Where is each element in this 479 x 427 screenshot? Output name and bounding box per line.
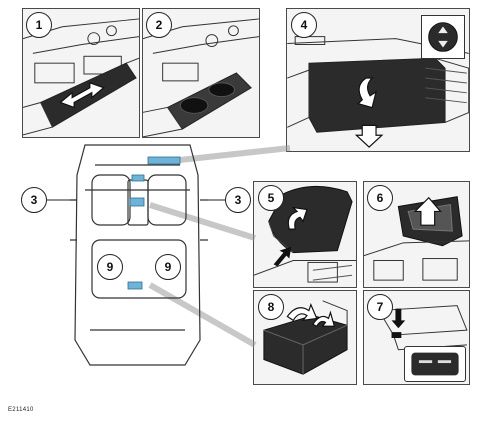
armrest-storage-illustration [254,185,356,283]
reference-code: E211410 [8,407,34,413]
cupholder-open-illustration [143,18,259,137]
curved-arrow-icon [286,303,336,328]
callout-9-right: 9 [155,254,181,280]
panel-glovebox [286,8,470,152]
callout-4: 4 [291,12,317,38]
callout-3-right: 3 [225,187,251,213]
glovebox-location [147,156,181,165]
double-arrow-icon [59,81,105,109]
callout-6: 6 [367,185,393,211]
down-arrow-icon [391,308,406,329]
curved-arrow-icon [357,77,377,109]
callout-9-left: 9 [97,254,123,280]
down-arrow-icon [354,124,384,148]
panel-cupholder-slide [22,8,140,138]
callout-5: 5 [258,185,284,211]
panel-console-open [363,181,470,288]
callout-3-left: 3 [21,187,47,213]
rear-armrest-location [127,281,143,290]
glovebox-switch-inset [421,15,465,59]
up-down-switch-icon [428,22,458,52]
curved-arrow-icon [287,206,308,230]
switch-detail-inset [404,346,466,382]
vehicle-outline [70,144,208,366]
callout-1: 1 [26,12,52,38]
rocker-switch-icon [411,352,459,376]
panel-cupholder-open [142,8,260,138]
armrest-location [129,197,145,207]
up-arrow-icon [413,196,442,226]
callout-7: 7 [367,294,393,320]
callout-8: 8 [258,294,284,320]
callout-2: 2 [146,12,172,38]
cupholder-location [131,174,145,182]
panel-armrest-storage [253,181,357,288]
push-arrow-icon [273,246,292,267]
